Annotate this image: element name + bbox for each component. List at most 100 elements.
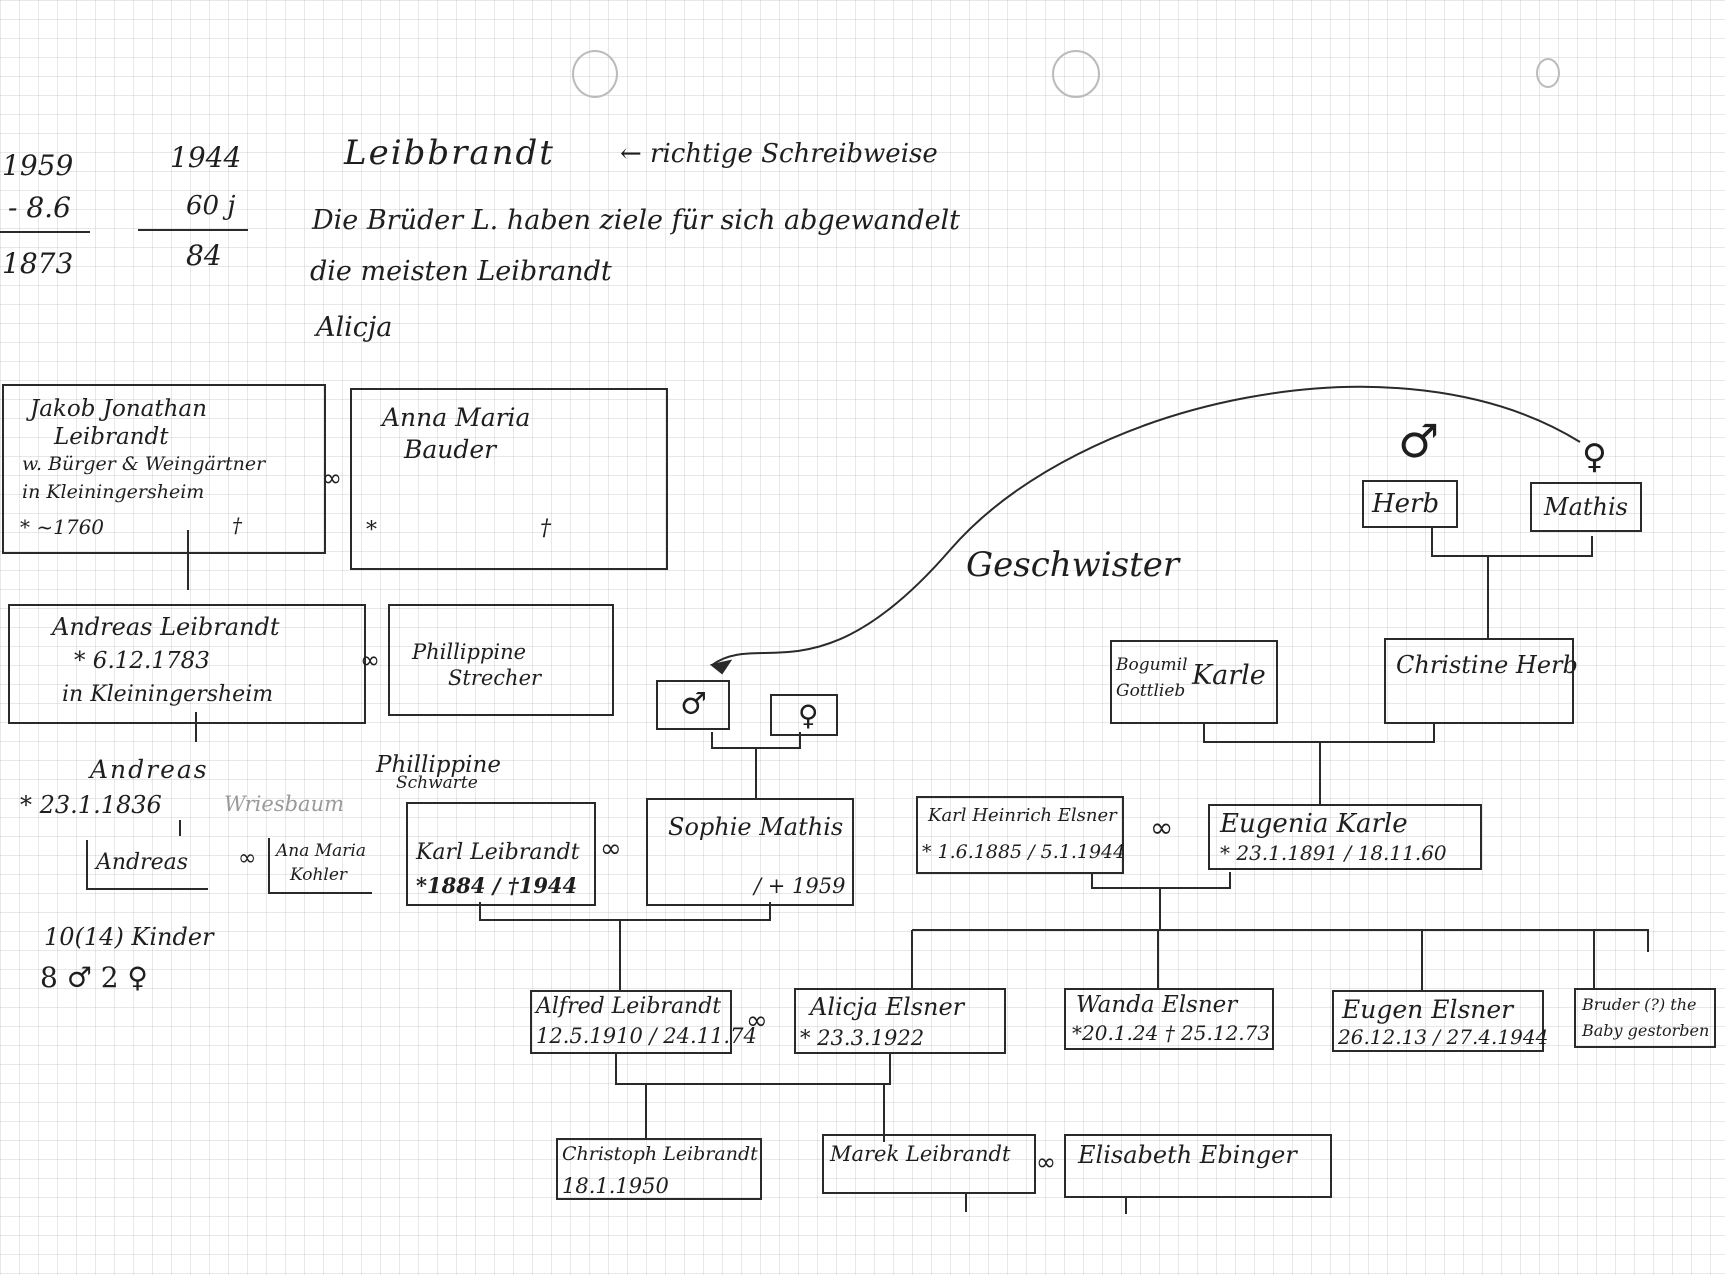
ana-maria-line-1: Ana Maria — [276, 841, 367, 861]
herb-male-symbol: ♂ — [1398, 414, 1440, 468]
person-andreas: Andreas — [86, 840, 208, 890]
person-wanda-elsner: Wanda Elsner *20.1.24 † 25.12.73 — [1064, 988, 1274, 1050]
phillippine-schwarte-line-2: Schwarte — [396, 773, 478, 793]
christoph-dates: 18.1.1950 — [562, 1174, 669, 1198]
alicja-dates: * 23.3.1922 — [800, 1026, 925, 1050]
andreas1783-line-1: Andreas Leibrandt — [52, 613, 280, 641]
person-karl-leibrandt: Karl Leibrandt *1884 / †1944 — [406, 802, 596, 906]
wanda-name: Wanda Elsner — [1076, 992, 1238, 1018]
christoph-name: Christoph Leibrandt — [562, 1143, 758, 1165]
andreas-1836-place: Wriesbaum — [224, 792, 345, 816]
baby-line-2: Baby gestorben — [1582, 1021, 1710, 1040]
christine-name: Christine Herb — [1396, 651, 1578, 679]
punch-hole-1 — [572, 50, 618, 98]
sibling-female: ♀ — [770, 694, 838, 736]
wanda-dates: *20.1.24 † 25.12.73 — [1072, 1021, 1271, 1045]
eugenia-name: Eugenia Karle — [1220, 809, 1408, 839]
arc-geschwister — [711, 385, 1581, 666]
andreas-1836-name: Andreas — [90, 755, 209, 784]
marriage-symbol-kh-eugenia: ∞ — [1150, 811, 1174, 844]
notes-title: Leibbrandt — [344, 133, 555, 173]
bracket-karl-sophie — [479, 902, 771, 921]
marriage-symbol-alfred-alicja: ∞ — [746, 1006, 768, 1036]
arrow-geschwister — [709, 659, 733, 675]
notes-line-1: Die Brüder L. haben ziele für sich abgew… — [312, 205, 961, 236]
andreas-1836-birth: * 23.1.1836 — [20, 791, 162, 819]
jakob-line-4: in Kleiningersheim — [22, 481, 205, 503]
person-alicja-elsner: Alicja Elsner * 23.3.1922 — [794, 988, 1006, 1054]
sibling-female-symbol: ♀ — [798, 699, 819, 732]
karl-heinrich-name: Karl Heinrich Elsner — [928, 805, 1117, 826]
calc-col1-row1: 1959 — [2, 149, 74, 182]
sibling-male: ♂ — [656, 680, 730, 730]
person-karl-heinrich-elsner: Karl Heinrich Elsner * 1.6.1885 / 5.1.19… — [916, 796, 1126, 874]
jakob-line-2: Leibrandt — [54, 424, 169, 450]
punch-hole-3 — [1536, 58, 1560, 88]
bracket-herb-mathis — [1431, 528, 1593, 557]
jakob-birth: * ~1760 — [20, 515, 105, 539]
baby-line-1: Bruder (?) the — [1582, 995, 1697, 1014]
notes-line-2: die meisten Leibrandt — [310, 256, 612, 287]
karl-name: Karl Leibrandt — [416, 840, 580, 865]
anna-birth: * — [366, 518, 377, 543]
bogumil-line-2: Gottlieb — [1116, 681, 1186, 701]
notes-line-3: Alicja — [316, 312, 393, 343]
anna-line-1: Anna Maria — [382, 403, 531, 432]
ana-maria-line-2: Kohler — [290, 865, 348, 885]
karl-dates: *1884 / †1944 — [416, 873, 578, 898]
marriage-symbol-marek-elisabeth: ∞ — [1036, 1148, 1056, 1176]
jakob-line-3: w. Bürger & Weingärtner — [22, 453, 266, 475]
punch-hole-2 — [1052, 50, 1100, 98]
person-andreas-leibrandt-1783: Andreas Leibrandt * 6.12.1783 in Kleinin… — [8, 604, 366, 724]
person-alfred-leibrandt: Alfred Leibrandt 12.5.1910 / 24.11.74 — [530, 990, 757, 1054]
eugen-dates: 26.12.13 / 27.4.1944 — [1338, 1025, 1549, 1049]
philippine-line-1: Phillippine — [412, 640, 527, 664]
person-mathis: Mathis — [1530, 482, 1642, 532]
alfred-dates: 12.5.1910 / 24.11.74 — [536, 1024, 757, 1048]
person-christine-herb: Christine Herb — [1384, 638, 1578, 724]
jakob-death: † — [232, 513, 242, 537]
person-baby: Bruder (?) the Baby gestorben — [1574, 988, 1716, 1048]
marek-name: Marek Leibrandt — [830, 1142, 1011, 1166]
marriage-symbol-karl-sophie: ∞ — [600, 834, 622, 864]
alfred-name: Alfred Leibrandt — [536, 994, 722, 1019]
sibling-male-symbol: ♂ — [680, 687, 707, 722]
person-jakob-leibrandt: Jakob Jonathan Leibrandt w. Bürger & Wei… — [2, 384, 326, 554]
children-count: 10(14) Kinder — [44, 923, 214, 951]
calc-col2-row2: 60 j — [186, 191, 236, 221]
eugenia-dates: * 23.1.1891 / 18.11.60 — [1220, 841, 1447, 865]
bogumil-line-1: Bogumil — [1116, 655, 1188, 675]
person-ana-maria-kohler: Ana Maria Kohler — [268, 838, 372, 894]
person-herb: Herb — [1362, 480, 1458, 528]
mathis-name: Mathis — [1544, 493, 1628, 521]
children-gender-split: 8 ♂ 2 ♀ — [40, 961, 148, 994]
bracket-bogumil-christine — [1203, 722, 1435, 743]
person-anna-maria-bauder: Anna Maria Bauder * † — [350, 388, 668, 570]
calc-col1-row3: 1873 — [2, 247, 74, 280]
calc-col2-row3: 84 — [186, 239, 222, 272]
calc-col2-row1: 1944 — [170, 141, 242, 174]
jakob-line-1: Jakob Jonathan — [30, 396, 207, 422]
mathis-female-symbol: ♀ — [1582, 437, 1607, 477]
bracket-alfred-alicja — [615, 1052, 891, 1085]
person-christoph-leibrandt: Christoph Leibrandt 18.1.1950 — [556, 1138, 762, 1200]
karl-heinrich-dates: * 1.6.1885 / 5.1.1944 — [922, 841, 1126, 863]
person-sophie-mathis: Sophie Mathis / + 1959 — [646, 798, 854, 906]
marriage-symbol-andreas-philippine: ∞ — [360, 646, 380, 674]
elisabeth-name: Elisabeth Ebinger — [1078, 1141, 1297, 1169]
andreas-name: Andreas — [96, 850, 189, 875]
eugen-name: Eugen Elsner — [1342, 995, 1514, 1024]
siblings-label: Geschwister — [966, 545, 1180, 585]
person-marek-leibrandt: Marek Leibrandt — [822, 1134, 1036, 1194]
marriage-symbol-andreas-anna-maria: ∞ — [238, 846, 257, 871]
anna-line-2: Bauder — [404, 435, 497, 464]
person-bogumil-karle: Bogumil Gottlieb Karle — [1110, 640, 1278, 724]
andreas1783-line-3: in Kleiningersheim — [62, 682, 274, 707]
herb-name: Herb — [1372, 489, 1440, 519]
person-elisabeth-ebinger: Elisabeth Ebinger — [1064, 1134, 1332, 1198]
notes-title-note: ← richtige Schreibweise — [620, 139, 938, 169]
philippine-line-2: Strecher — [448, 666, 542, 690]
bracket-kh-eugenia — [1091, 872, 1231, 889]
phillippine-schwarte-line-1: Phillippine — [376, 752, 501, 778]
